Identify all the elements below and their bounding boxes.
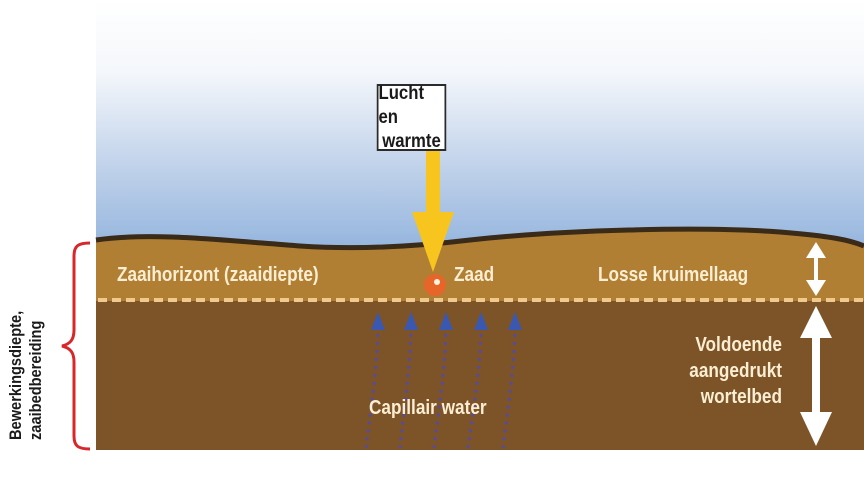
soil-surface-line <box>95 226 864 251</box>
root-bed-label-line3: wortelbed <box>700 386 782 408</box>
tillage-depth-label-line2: zaaibedbereiding <box>26 320 45 440</box>
root-bed-label-line1: Voldoende <box>695 334 782 356</box>
loose-layer-label: Losse kruimellaag <box>598 264 749 286</box>
loose-layer-double-arrow-icon <box>806 242 826 296</box>
seed-icon <box>424 274 446 296</box>
air-heat-label-line2-text: warmte <box>382 130 441 152</box>
tillage-depth-label: Bewerkingsdiepte, zaaibedbereiding <box>6 290 46 440</box>
air-heat-arrow-icon <box>412 151 454 272</box>
air-heat-label-line1-text: Lucht en <box>378 82 425 128</box>
sky-area <box>96 0 864 260</box>
root-bed-double-arrow-icon <box>800 306 832 446</box>
capillary-water-arrows <box>364 312 522 449</box>
tillage-depth-bracket-icon <box>61 241 91 451</box>
tillage-depth-label-line1: Bewerkingsdiepte, <box>6 310 25 440</box>
air-heat-label-box: Lucht en warmte <box>376 82 447 152</box>
root-bed-label-line2: aangedrukt <box>689 360 782 382</box>
topsoil-layer <box>96 229 864 304</box>
root-bed-label: Voldoende aangedrukt wortelbed <box>660 332 782 410</box>
seed-label: Zaad <box>454 264 495 286</box>
seed-horizon-label: Zaaihorizont (zaaidiepte) <box>117 264 319 286</box>
capillary-water-label: Capillair water <box>369 397 487 419</box>
